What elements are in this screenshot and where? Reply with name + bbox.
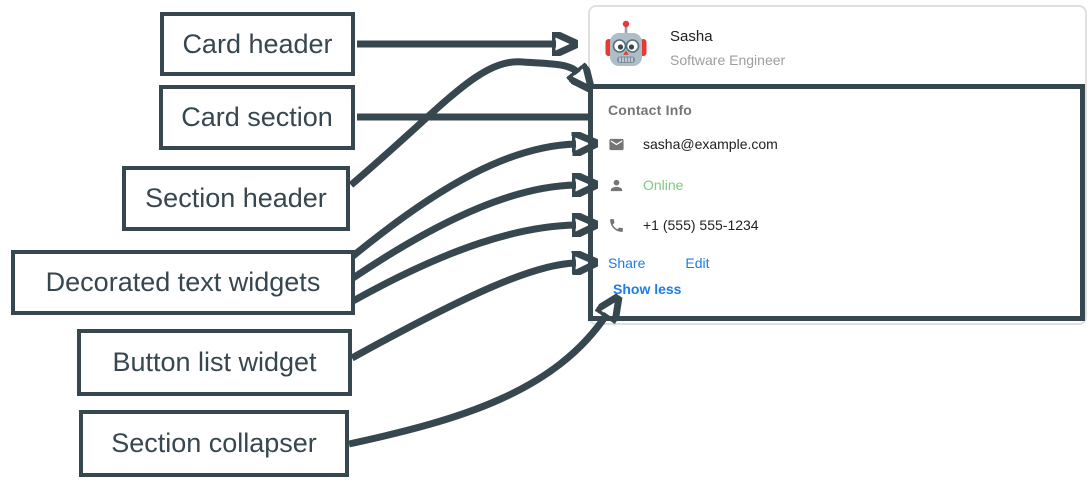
card-section: Contact Info sasha@example.com Online +1…: [588, 84, 1085, 321]
label-decorated-text-widgets: Decorated text widgets: [11, 250, 355, 315]
section-collapser-button[interactable]: Show less: [613, 281, 682, 297]
label-card-section: Card section: [159, 85, 355, 150]
decorated-text-phone: +1 (555) 555-1234: [608, 214, 759, 236]
label-section-header: Section header: [122, 166, 350, 231]
status-text: Online: [643, 177, 684, 193]
card-header: Sasha Software Engineer: [590, 7, 1085, 86]
edit-button[interactable]: Edit: [685, 255, 710, 271]
arrow-decorated-text-2: [351, 185, 576, 281]
decorated-text-email: sasha@example.com: [608, 133, 778, 155]
arrow-decorated-text-1: [350, 144, 576, 259]
phone-icon: [610, 218, 623, 232]
person-icon: [610, 179, 623, 191]
mail-icon: [609, 138, 624, 150]
section-header: Contact Info: [608, 102, 693, 118]
arrow-decorated-text-3: [351, 225, 576, 305]
label-button-list-widget: Button list widget: [77, 329, 352, 396]
decorated-text-status: Online: [608, 174, 683, 196]
arrow-button-list: [350, 263, 576, 362]
button-list: Share Edit: [608, 252, 709, 274]
email-text: sasha@example.com: [643, 136, 778, 152]
card-header-subtitle: Software Engineer: [670, 52, 786, 68]
phone-text: +1 (555) 555-1234: [643, 217, 759, 233]
label-card-header: Card header: [160, 12, 355, 76]
card-header-title: Sasha: [670, 28, 713, 45]
share-button[interactable]: Share: [608, 255, 646, 271]
arrow-section-collapser: [348, 314, 607, 448]
label-section-collapser: Section collapser: [79, 410, 349, 477]
arrow-section-header: [348, 58, 578, 188]
robot-avatar-icon: [605, 20, 647, 66]
